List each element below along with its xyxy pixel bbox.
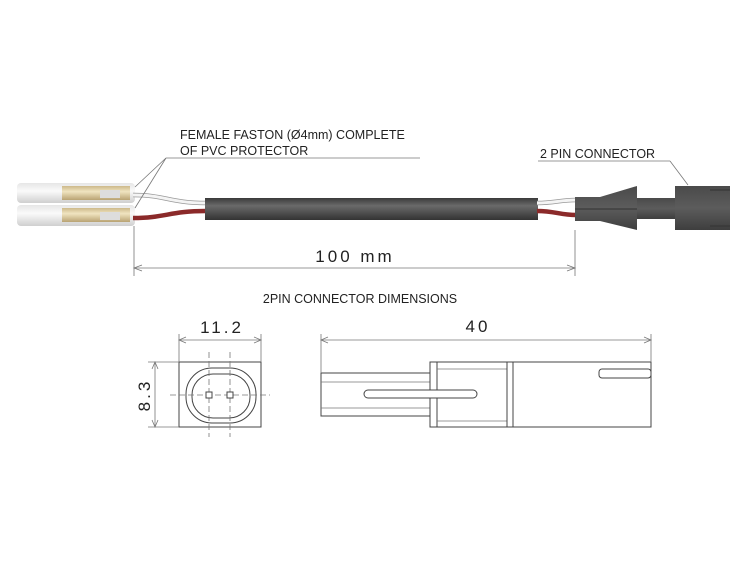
connector-front-view [170, 352, 270, 437]
width-dimension: 11.2 [200, 318, 244, 337]
faston-terminal-top [17, 183, 135, 203]
height-dimension: 8.3 [135, 379, 154, 412]
faston-label-line2: OF PVC PROTECTOR [180, 144, 308, 158]
length-dimension: 40 [466, 317, 491, 336]
connector-side-view [320, 361, 652, 428]
faston-label-line1: FEMALE FASTON (Ø4mm) COMPLETE [180, 128, 405, 142]
cable-length-dimension: 100 mm [315, 247, 394, 266]
wire-red-left [132, 208, 207, 221]
cable-sheath [205, 198, 538, 220]
dimensions-title: 2PIN CONNECTOR DIMENSIONS [263, 292, 457, 306]
faston-terminal-bottom [17, 205, 135, 226]
wire-red-right [536, 208, 577, 218]
connector-label: 2 PIN CONNECTOR [540, 147, 655, 161]
two-pin-connector [575, 186, 730, 230]
